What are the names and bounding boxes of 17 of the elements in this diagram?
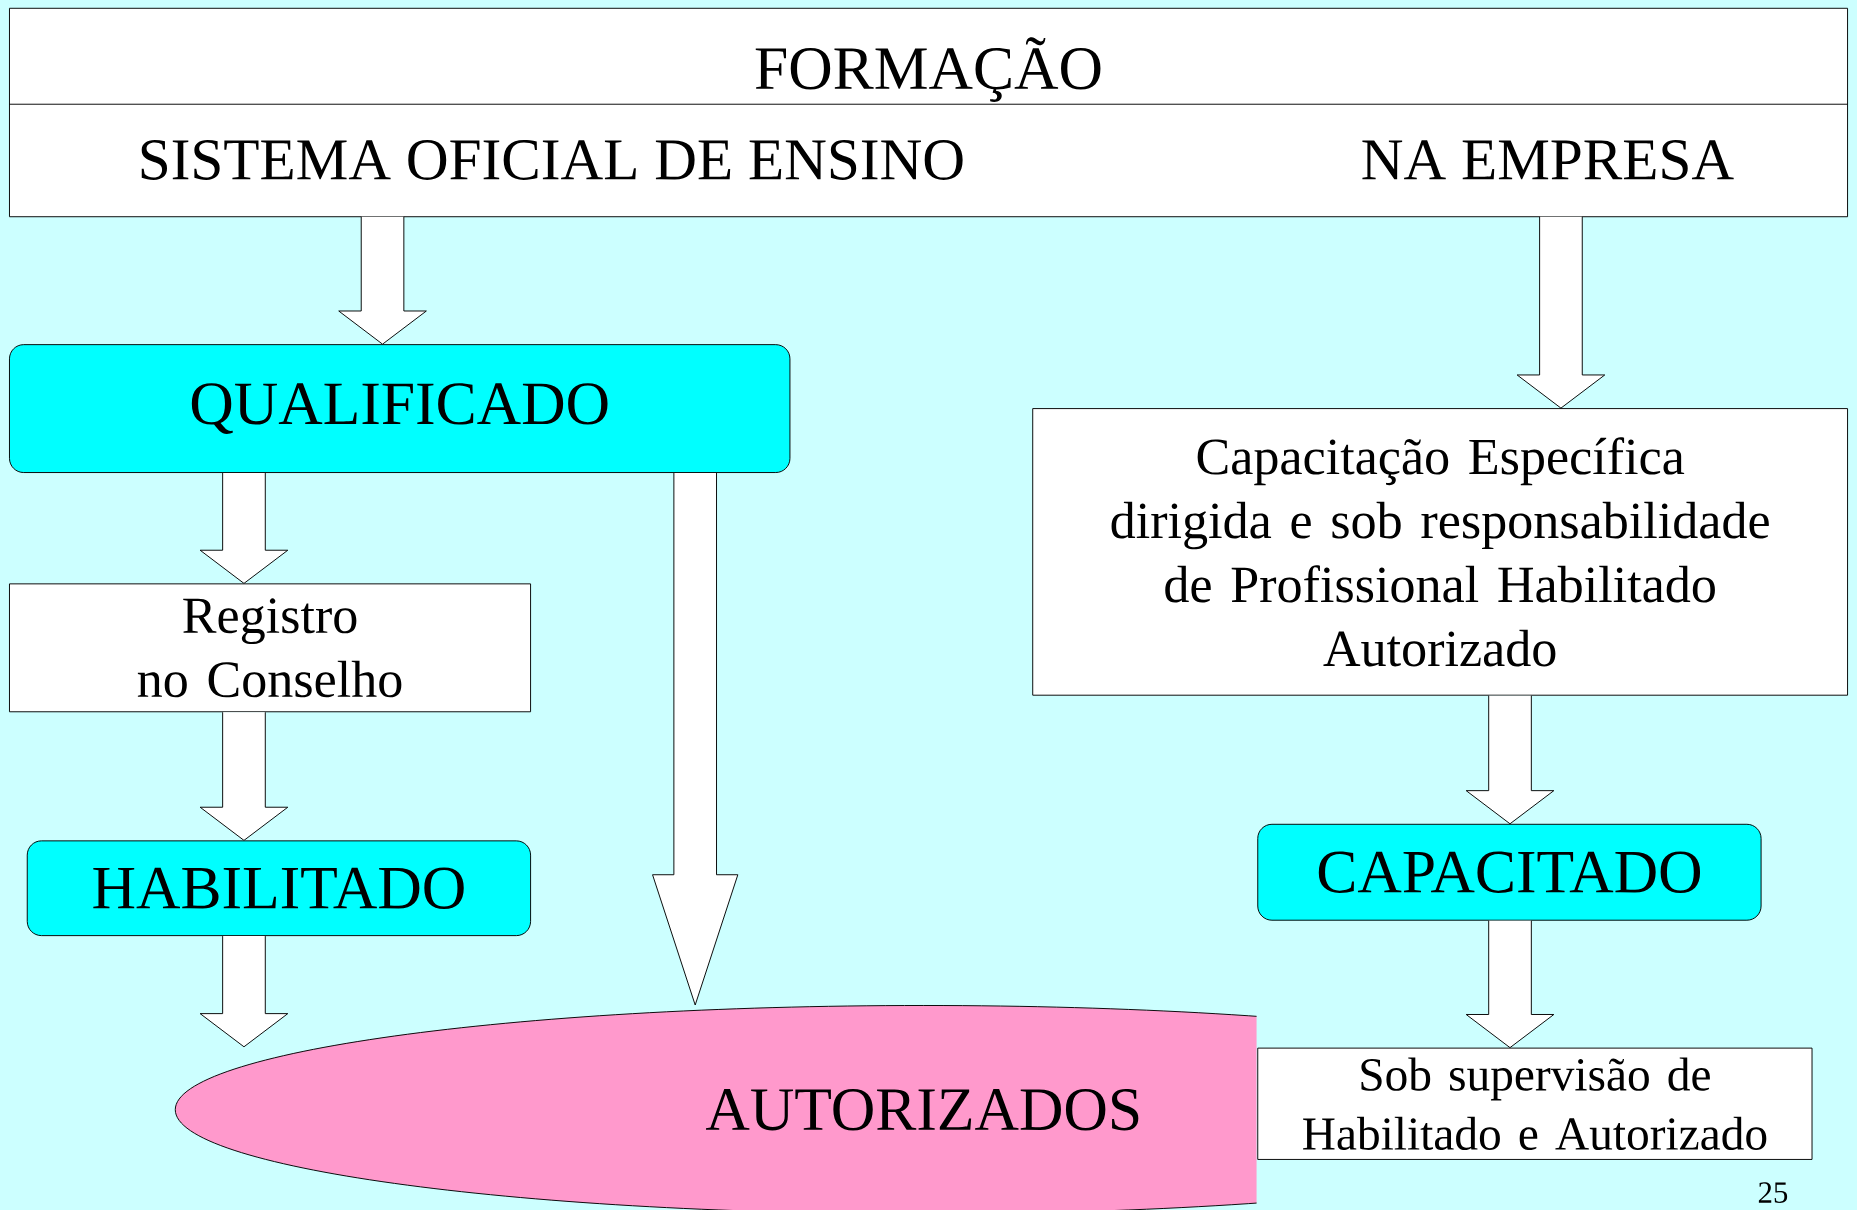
heading-text: NA EMPRESA (1362, 139, 1734, 180)
block-arrow (199, 472, 289, 584)
block-arrow (1465, 695, 1555, 825)
process-box: Capacitação Específica dirigida e sob responsabilidade de Profissional Habilitado Autorizado (1032, 407, 1849, 696)
block-arrow (652, 472, 739, 1006)
heading-text: SISTEMA OFICIAL DE ENSINO (141, 139, 963, 180)
page-number: 25 (1758, 1182, 1788, 1203)
block-arrow (199, 711, 289, 841)
rounded-box: QUALIFICADO (9, 344, 791, 473)
block-arrow (199, 935, 289, 1048)
rounded-box: CAPACITADO (1257, 823, 1762, 921)
block-arrow (338, 216, 427, 345)
process-box: Registro no Conselho (9, 583, 532, 713)
block-arrow (1516, 216, 1606, 409)
block-arrow (1465, 920, 1555, 1048)
process-box: Sob supervisão de Habilitado e Autorizado (1257, 1047, 1813, 1160)
rounded-box: HABILITADO (26, 840, 532, 936)
